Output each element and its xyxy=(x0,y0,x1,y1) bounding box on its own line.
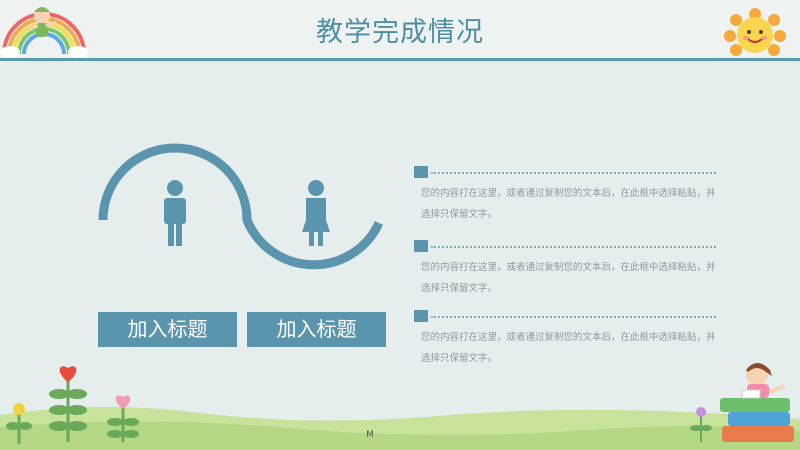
slide-title: 教学完成情况 xyxy=(316,17,484,48)
text-block-body: 您的内容打在这里，或者通过复制您的文本后，在此框中选择粘贴，并选择只保留文字。 xyxy=(421,262,716,294)
square-marker-icon xyxy=(414,310,428,322)
flower-icon xyxy=(6,403,32,444)
text-block-body: 您的内容打在这里，或者通过复制您的文本后，在此框中选择粘贴，并选择只保留文字。 xyxy=(421,188,716,220)
flower-icon xyxy=(690,407,712,442)
square-marker-icon xyxy=(414,166,428,178)
flower-icon xyxy=(107,395,139,442)
dotted-divider xyxy=(431,246,716,248)
flower-icon xyxy=(49,366,87,442)
girl-reading-books-icon xyxy=(720,363,794,442)
male-person-icon xyxy=(164,180,186,246)
dotted-divider xyxy=(431,316,716,318)
label-box-2: 加入标题 xyxy=(247,312,386,347)
header-band xyxy=(0,0,800,58)
grass-ground xyxy=(0,406,800,450)
page-mark: M xyxy=(366,430,374,440)
s-curve-graphic xyxy=(98,143,384,270)
header-divider xyxy=(0,58,800,61)
sun-icon xyxy=(724,8,786,56)
rainbow-child-icon xyxy=(0,7,88,58)
dotted-divider xyxy=(431,172,716,174)
text-block-body: 您的内容打在这里，或者通过复制您的文本后，在此框中选择粘贴，并选择只保留文字。 xyxy=(421,332,716,364)
label-box-1: 加入标题 xyxy=(98,312,237,347)
square-marker-icon xyxy=(414,240,428,252)
female-person-icon xyxy=(302,180,330,246)
